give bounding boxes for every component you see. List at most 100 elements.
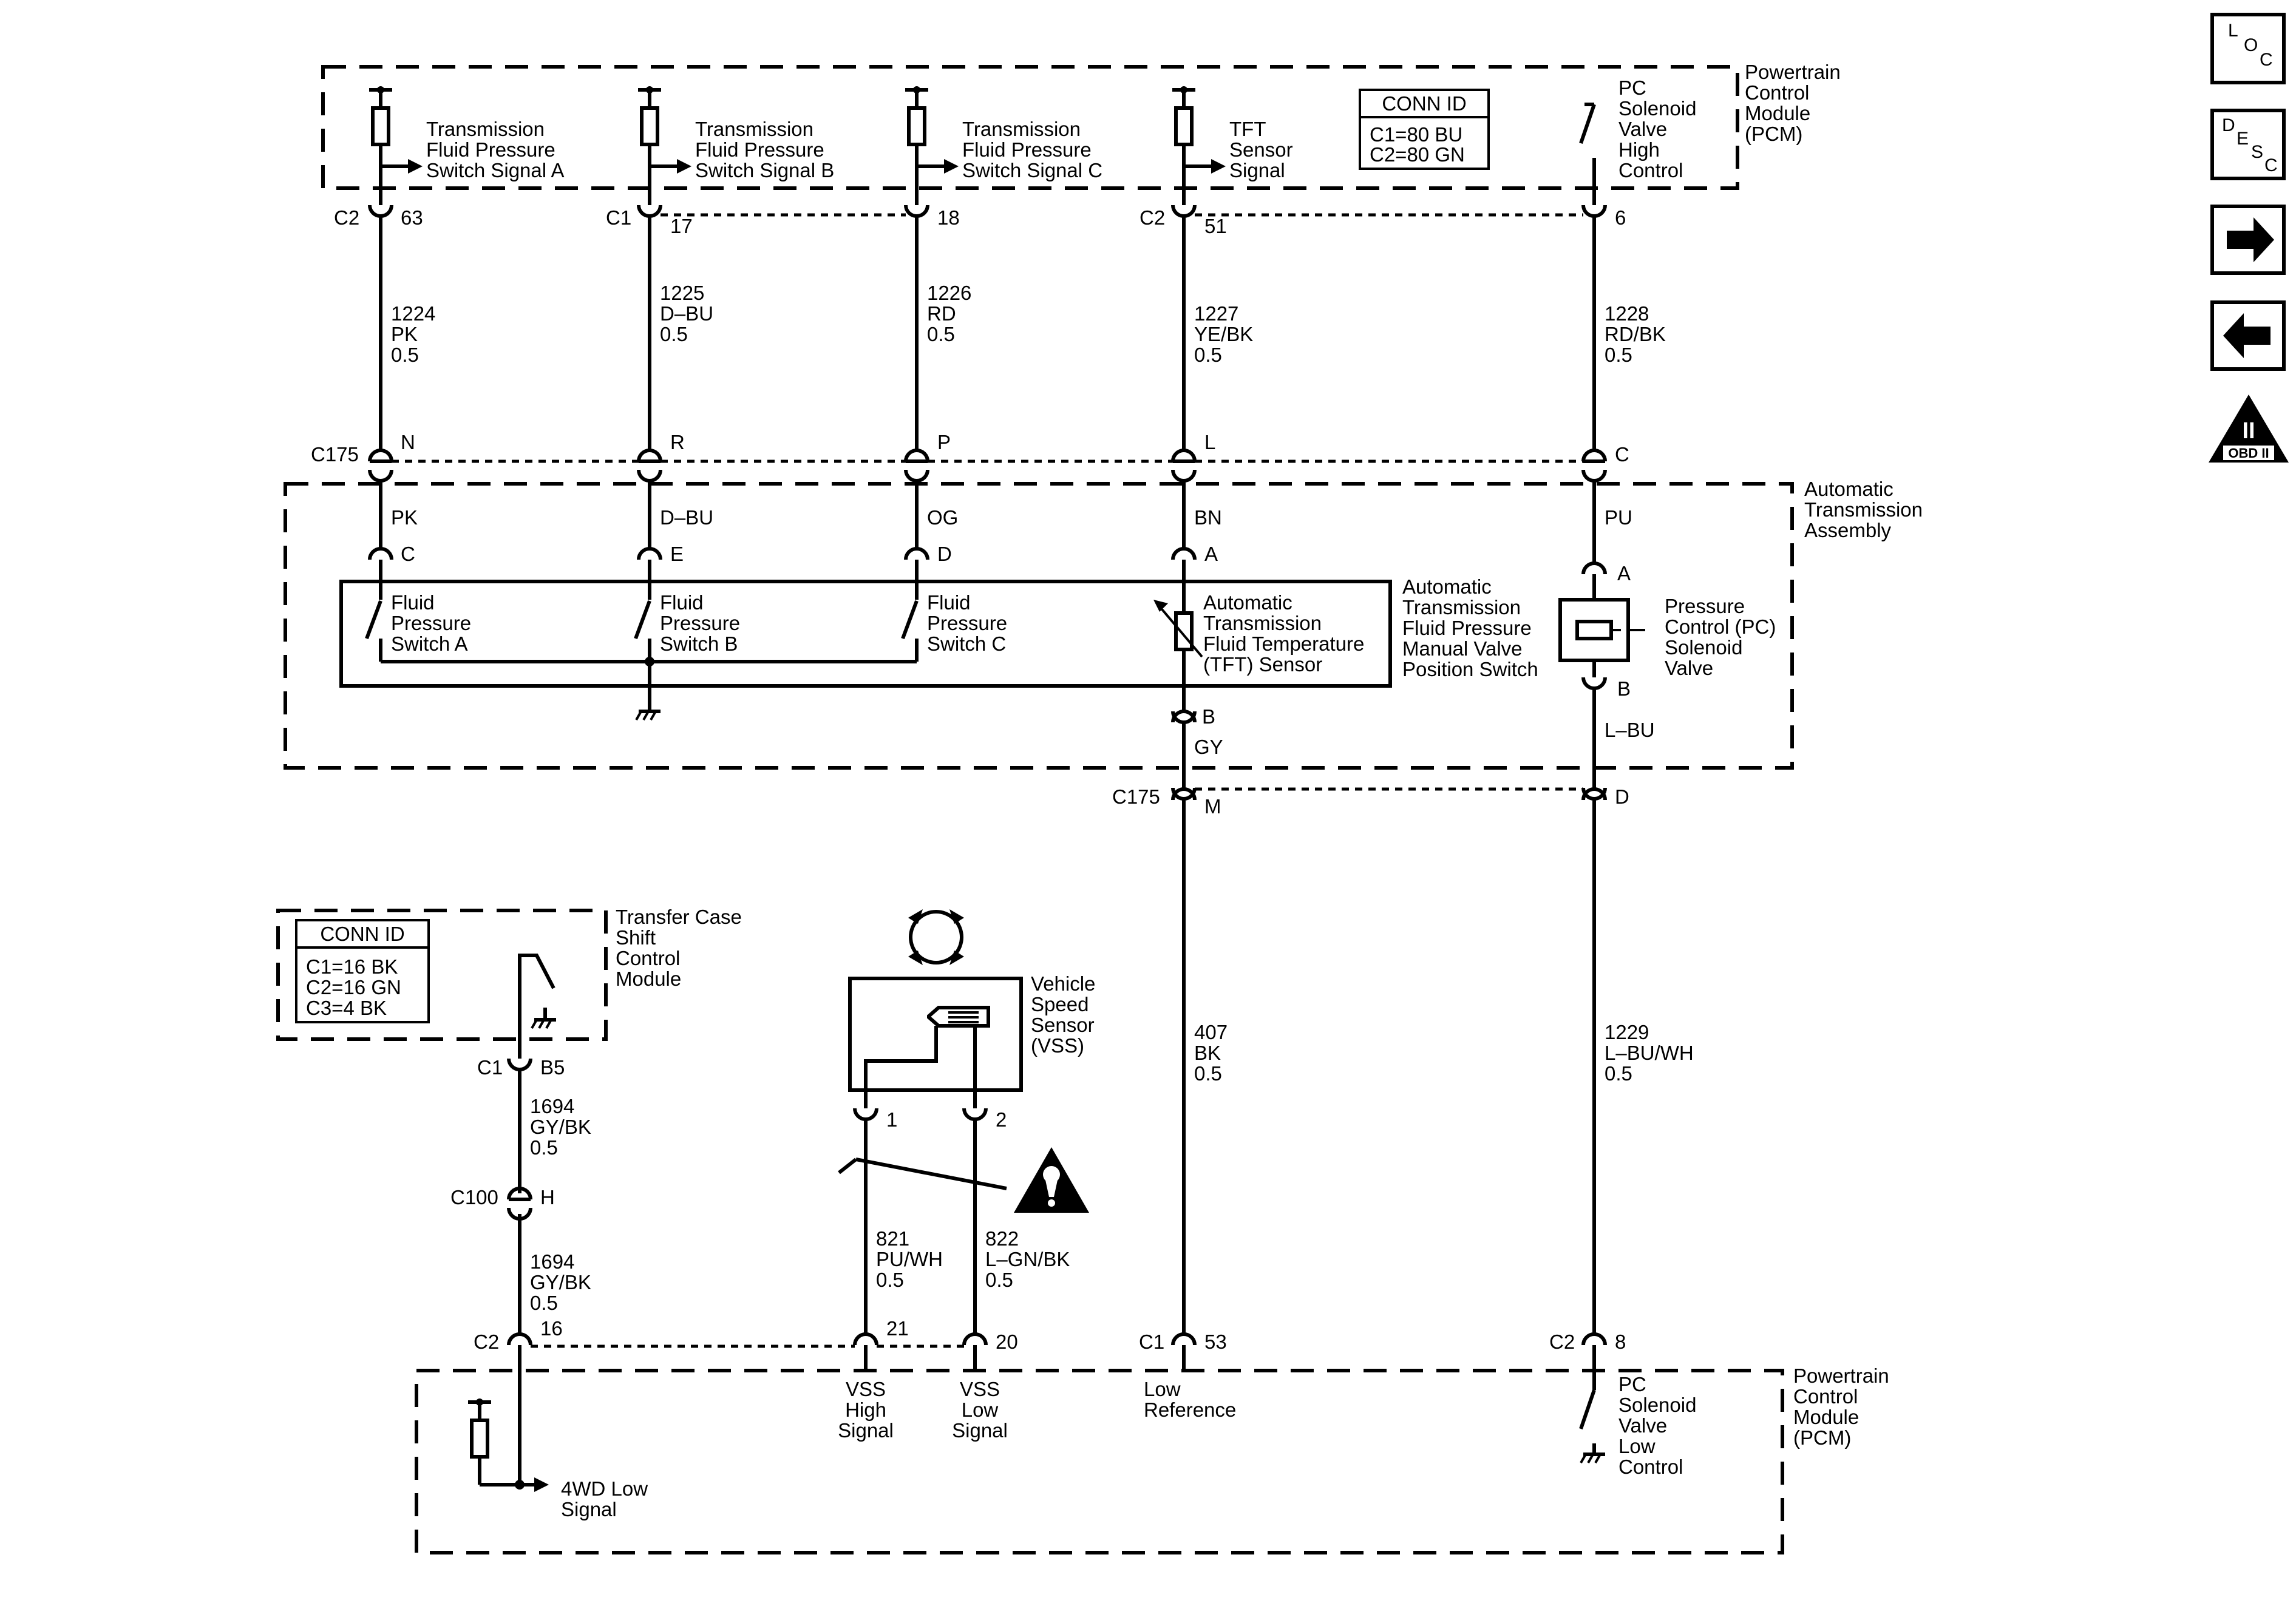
pcm-bottom-label: Powertrain Control Module (PCM) xyxy=(1793,1364,1889,1449)
pin-letter: D xyxy=(937,543,952,565)
solenoid-coil xyxy=(1575,620,1613,640)
description-button[interactable]: D E S C xyxy=(2210,109,2286,180)
pin-number: 51 xyxy=(1204,215,1227,237)
wire-color: YE/BK xyxy=(1194,323,1253,345)
arrow-right-icon xyxy=(408,159,423,174)
location-button[interactable]: L O C xyxy=(2210,13,2286,84)
connector-terminal xyxy=(368,205,393,218)
pin-number: 6 xyxy=(1615,206,1626,229)
wire-gauge: 0.5 xyxy=(1605,1062,1632,1085)
next-page-button[interactable] xyxy=(2210,205,2286,275)
wire-1227: 1227 YE/BK 0.5 xyxy=(1194,302,1253,366)
module-label-line: (PCM) xyxy=(1793,1426,1851,1449)
component-label-line: Automatic xyxy=(1402,575,1492,598)
wire-color: RD/BK xyxy=(1605,323,1666,345)
wire-gauge: 0.5 xyxy=(1194,344,1222,366)
wire-color: RD xyxy=(927,302,956,325)
switch-label-line: Pressure xyxy=(391,612,471,634)
splice-dot xyxy=(645,657,654,666)
arrow-left-icon xyxy=(2223,313,2271,358)
connector-terminal xyxy=(904,205,929,218)
wire-color: GY xyxy=(1194,736,1223,758)
signal-label-line: Low xyxy=(1144,1378,1181,1400)
previous-page-button[interactable] xyxy=(2210,300,2286,371)
component-label-line: Solenoid xyxy=(1665,636,1742,659)
transmission-boundary xyxy=(284,482,1794,770)
connector-name: C2 xyxy=(474,1331,499,1353)
pcm-low-side-driver: PC Solenoid Valve Low Control xyxy=(1579,1345,1696,1478)
signal-label-line: 4WD Low xyxy=(561,1477,648,1500)
signal-label-line: Signal xyxy=(561,1498,617,1520)
signal-label-line: High xyxy=(1618,138,1660,161)
magnetic-pickup-icon xyxy=(927,1006,990,1028)
module-label-line: Control xyxy=(1745,81,1809,104)
pin-letter: E xyxy=(670,543,684,565)
obd-ii-button[interactable]: II OBD II xyxy=(2209,395,2289,463)
internal-wire-colors: PK D–BU OG BN PU xyxy=(391,506,1632,529)
wire-1226: 1226 RD 0.5 xyxy=(927,282,971,345)
pc-solenoid: A B L–BU Pressure Control (PC) Solenoid … xyxy=(1558,561,1776,789)
pin-letter: N xyxy=(401,431,415,453)
conn-id-pcm: CONN ID C1=80 BU C2=80 GN xyxy=(1359,89,1490,170)
module-label-line: Control xyxy=(616,947,680,969)
module-label-line: Module xyxy=(1745,102,1810,124)
pcm-top-signal-c: Transmission Fluid Pressure Switch Signa… xyxy=(962,118,1102,181)
wire-821: 821 PU/WH 0.5 xyxy=(876,1227,943,1291)
pcm-input-circuit-tft xyxy=(1172,86,1226,205)
c100-connector: C100 H xyxy=(450,1186,555,1335)
pcm-top-signal-tft: TFT Sensor Signal xyxy=(1229,118,1293,181)
signal-label-line: Switch Signal A xyxy=(426,159,564,181)
conn-id-line: C1=80 BU xyxy=(1370,123,1462,146)
signal-label-line: Low xyxy=(962,1398,999,1421)
wire-color: D–BU xyxy=(660,506,713,529)
signal-label-line: TFT xyxy=(1229,118,1266,140)
module-label-line: Powertrain xyxy=(1793,1364,1889,1387)
switch-b: Fluid Pressure Switch B xyxy=(634,560,740,711)
wire-color: PK xyxy=(391,323,418,345)
wire-822: 822 L–GN/BK 0.5 xyxy=(985,1227,1070,1291)
wire-gauge: 0.5 xyxy=(1194,1062,1222,1085)
ground-icon xyxy=(531,1008,556,1029)
wire-gauge: 0.5 xyxy=(660,323,688,345)
component-label-line: Position Switch xyxy=(1402,658,1538,680)
pin-letter: B xyxy=(1617,677,1631,700)
circuit-number: 822 xyxy=(985,1227,1019,1250)
pin-letter: L xyxy=(1204,431,1215,453)
caution-icon xyxy=(1014,1147,1089,1213)
twisted-pair-marker xyxy=(838,1158,1007,1190)
sensor-label-line: (TFT) Sensor xyxy=(1203,653,1322,676)
wire-color: GY/BK xyxy=(530,1116,591,1138)
switch-a: Fluid Pressure Switch A xyxy=(365,560,471,662)
wire-1694-a: 1694 GY/BK 0.5 xyxy=(530,1095,591,1159)
signal-label-line: Transmission xyxy=(695,118,813,140)
pin-letter: C xyxy=(1615,443,1629,466)
pullup-resistor xyxy=(470,1419,489,1459)
pin-letter: A xyxy=(1617,562,1631,585)
wire-color: PU/WH xyxy=(876,1248,943,1270)
wire-1694-b: 1694 GY/BK 0.5 xyxy=(530,1250,591,1314)
wire-1228: 1228 RD/BK 0.5 xyxy=(1605,302,1666,366)
tccm-label: Transfer Case Shift Control Module xyxy=(616,906,742,990)
module-label-line: Shift xyxy=(616,926,656,949)
pullup-resistor xyxy=(1174,106,1194,146)
pin-number: 2 xyxy=(996,1108,1007,1131)
vss-sensor: Vehicle Speed Sensor (VSS) xyxy=(848,909,1095,1092)
signal-label-line: Control xyxy=(1618,159,1683,181)
wire-1229: 1229 L–BU/WH 0.5 xyxy=(1605,1021,1694,1085)
wire-gauge: 0.5 xyxy=(530,1136,558,1159)
pcm-high-side-driver xyxy=(1579,103,1596,205)
pin-number: 21 xyxy=(886,1317,909,1340)
nav-letter: D xyxy=(2222,115,2235,135)
upper-wire-runs xyxy=(379,216,1596,450)
wire-color: PU xyxy=(1605,506,1632,529)
pcm-input-circuit-a xyxy=(369,86,423,205)
pin-letter: R xyxy=(670,431,685,453)
circuit-number: 1224 xyxy=(391,302,435,325)
signal-label-line: Sensor xyxy=(1229,138,1293,161)
wire-gauge: 0.5 xyxy=(530,1292,558,1314)
signal-label-line: Signal xyxy=(952,1419,1008,1442)
connector-name: C2 xyxy=(1549,1331,1575,1353)
internal-wire-runs xyxy=(379,480,1596,563)
c175-top-connector: C175 N R P L C xyxy=(311,431,1629,483)
